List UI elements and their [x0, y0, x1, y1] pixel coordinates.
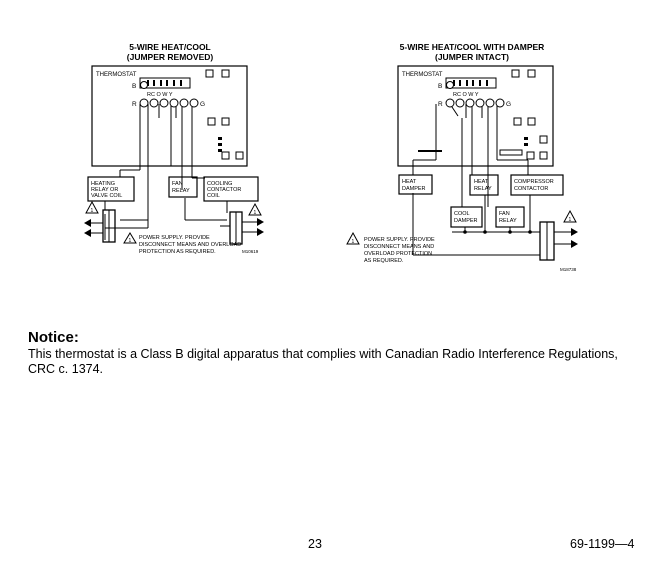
heating-box-line1: HEATING	[91, 181, 115, 187]
heat-damper-line1: HEAT	[402, 179, 417, 185]
left-warning-number-2: 1	[254, 210, 257, 216]
left-title-line1: 5-WIRE HEAT/COOL	[129, 42, 211, 52]
right-terminal-labels: RC O W Y	[453, 92, 479, 98]
right-note-line3: OVERLOAD PROTECTION	[364, 251, 432, 257]
heat-damper-box	[398, 174, 433, 195]
right-title-line2: (JUMPER INTACT)	[435, 52, 509, 62]
left-terminal-r: R	[132, 101, 137, 108]
right-figure-id: M18738	[560, 267, 577, 272]
page-number: 23	[308, 537, 322, 551]
right-title-line1: 5-WIRE HEAT/COOL WITH DAMPER	[400, 42, 545, 52]
left-note-line1: POWER SUPPLY. PROVIDE	[139, 235, 210, 241]
right-warning-number: 1	[569, 217, 572, 223]
heat-relay-box	[469, 174, 499, 196]
cool-damper-line2: DAMPER	[454, 218, 478, 224]
left-note-line2: DISCONNECT MEANS AND OVERLOAD	[139, 242, 241, 248]
cooling-box-line3: COIL	[207, 193, 220, 199]
cool-damper-box	[450, 206, 483, 228]
cooling-box-line1: COOLING	[207, 181, 232, 187]
left-note-line3: PROTECTION AS REQUIRED.	[139, 249, 216, 255]
fan-box-line1: FAN	[172, 181, 183, 187]
left-title-line2: (JUMPER REMOVED)	[127, 52, 214, 62]
left-terminal-labels: RC O W Y	[147, 92, 173, 98]
right-terminal-g: G	[506, 101, 511, 108]
right-note-line4: AS REQUIRED.	[364, 258, 404, 264]
left-thermostat-label: THERMOSTAT	[96, 72, 137, 78]
left-warning-number-3: 1	[129, 238, 132, 244]
heating-relay-box	[87, 176, 135, 202]
heat-relay-line2: RELAY	[474, 186, 492, 192]
fan-box-line2: RELAY	[172, 188, 190, 194]
cool-damper-line1: COOL	[454, 211, 470, 217]
fan-relay-box-right	[495, 206, 525, 228]
warning-triangle-icon	[85, 200, 99, 214]
heating-box-line3: VALVE COIL	[91, 193, 122, 199]
cooling-contactor-box	[203, 176, 259, 202]
right-warning-number-2: 1	[352, 239, 355, 245]
compressor-line2: CONTACTOR	[514, 186, 548, 192]
compressor-line1: COMPRESSOR	[514, 179, 554, 185]
right-note-line1: POWER SUPPLY. PROVIDE	[364, 237, 435, 243]
warning-triangle-icon	[123, 232, 137, 244]
right-terminal-r: R	[438, 101, 443, 108]
right-note-line2: DISCONNECT MEANS AND	[364, 244, 434, 250]
warning-triangle-icon	[346, 231, 360, 245]
left-warning-number: 1	[91, 208, 94, 214]
compressor-contactor-box	[510, 174, 564, 196]
document-number: 69-1199—4	[570, 537, 635, 551]
notice-body: This thermostat is a Class B digital app…	[28, 347, 618, 376]
left-terminal-g: G	[200, 101, 205, 108]
right-thermostat-subbase	[397, 65, 554, 167]
heat-relay-line1: HEAT	[474, 179, 489, 185]
heating-box-line2: RELAY OR	[91, 187, 118, 193]
left-terminal-b: B	[132, 83, 136, 90]
heat-damper-line2: DAMPER	[402, 186, 426, 192]
warning-triangle-icon	[248, 202, 262, 216]
fan-relay-right-line2: RELAY	[499, 218, 517, 224]
cooling-box-line2: CONTACTOR	[207, 187, 241, 193]
right-terminal-b: B	[438, 83, 442, 90]
left-figure-id: M10619	[242, 249, 259, 254]
warning-triangle-icon	[563, 209, 577, 223]
left-thermostat-subbase	[91, 65, 248, 167]
right-thermostat-label: THERMOSTAT	[402, 72, 443, 78]
notice-title: Notice:	[28, 329, 79, 346]
fan-relay-box	[168, 176, 198, 198]
fan-relay-right-line1: FAN	[499, 211, 510, 217]
